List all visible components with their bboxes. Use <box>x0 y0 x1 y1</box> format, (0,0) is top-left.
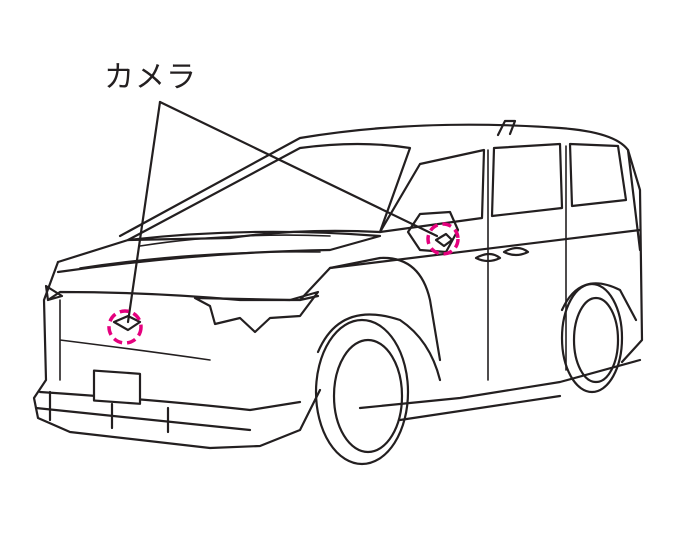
door-handle-rear <box>502 246 530 257</box>
front-lower-bar <box>38 390 302 412</box>
roof-antenna <box>496 119 517 137</box>
front-wheel-arch <box>316 313 442 382</box>
side-mirror-camera <box>426 222 460 256</box>
door-handle-front <box>474 252 502 263</box>
front-fascia <box>32 260 322 450</box>
hood-crease <box>79 251 321 269</box>
rear-side-window <box>568 142 628 208</box>
front-wheel-rim <box>332 338 404 454</box>
rear-end <box>620 148 644 364</box>
wheels <box>314 282 638 466</box>
side-panel-bottom <box>358 358 642 410</box>
front-intake <box>48 390 170 434</box>
beltline <box>328 228 642 270</box>
front-fender <box>298 256 442 362</box>
wiper-area <box>139 234 331 247</box>
front-wheel-tire <box>314 318 410 466</box>
leader-line-mirror <box>158 100 439 238</box>
front-side-window <box>378 148 486 234</box>
front-camera-highlight <box>107 309 143 345</box>
headlight-right <box>193 290 320 334</box>
mirror-camera-highlight <box>426 222 460 256</box>
mid-side-window <box>490 142 564 218</box>
vehicle-body <box>32 119 644 450</box>
hood <box>56 230 382 274</box>
rocker <box>398 394 562 422</box>
front-camera-icon <box>112 314 142 332</box>
rear-wheel-tire <box>560 282 624 394</box>
roof-outline <box>118 123 642 252</box>
windshield <box>126 142 412 242</box>
rear-wheel-arch <box>560 282 638 322</box>
grille-lines <box>59 299 211 381</box>
leader-line-front <box>126 100 162 324</box>
mirror-camera-icon <box>434 232 454 248</box>
side-mirror <box>406 210 460 254</box>
rear-wheel-rim <box>572 296 620 384</box>
front-camera <box>107 309 143 345</box>
headlight-left <box>44 284 64 302</box>
license-plate <box>92 369 142 405</box>
front-bumper-lip <box>34 406 252 432</box>
camera-callout-label: カメラ <box>104 60 197 95</box>
